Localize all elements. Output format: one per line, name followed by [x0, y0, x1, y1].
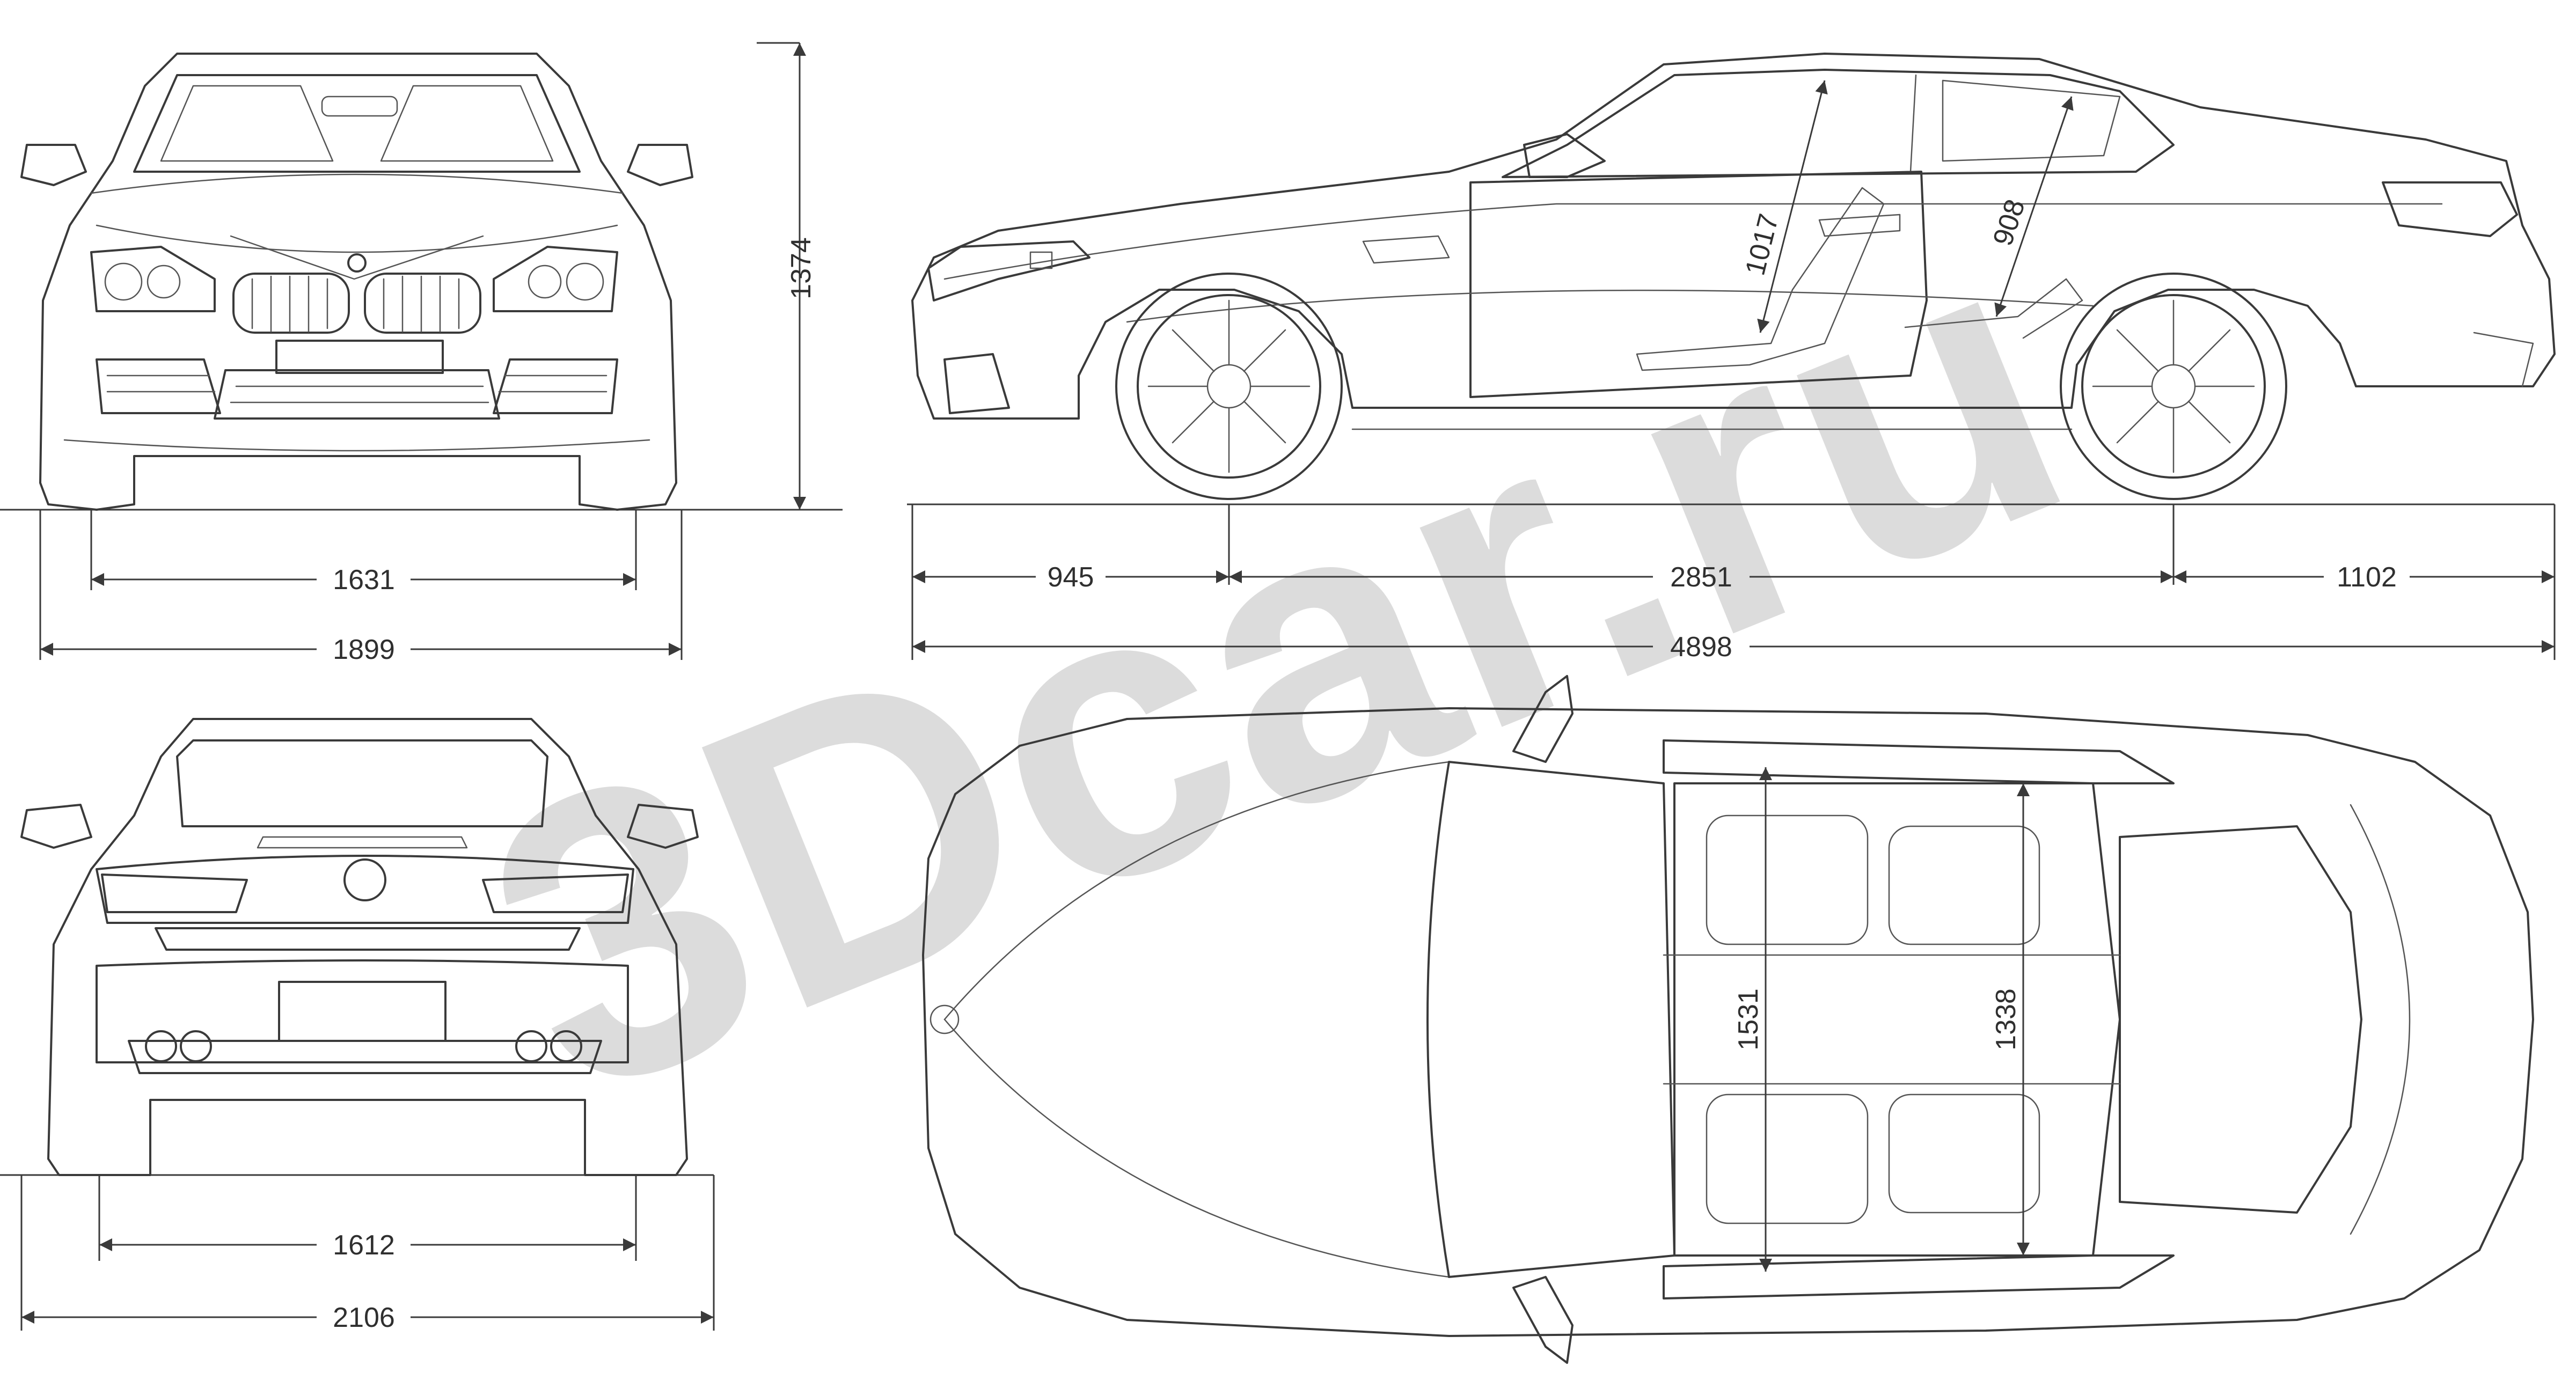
- headlight-right: [493, 246, 618, 312]
- front-mirror-left: [20, 144, 87, 186]
- top-mirror-right: [1512, 1276, 1574, 1364]
- rear-overhang-label: 1102: [2337, 562, 2397, 593]
- headlight-left: [90, 246, 216, 312]
- rear-plate: [278, 981, 447, 1042]
- rear-width-label: 2106: [333, 1302, 395, 1333]
- front-plate: [275, 340, 444, 374]
- rear-cabin-width-label: 1338: [1990, 988, 2022, 1051]
- front-width-label: 1899: [333, 634, 395, 665]
- top-body-outline: [922, 707, 2534, 1337]
- front-windshield: [133, 74, 581, 173]
- length-label: 4898: [1670, 632, 1732, 663]
- exhaust-tips: [145, 1030, 582, 1062]
- side-view: 1017 908 945 2851 1102 4898: [907, 53, 2556, 663]
- rear-wheel: [2060, 273, 2287, 500]
- front-body-outline: [39, 53, 677, 511]
- front-seat-left: [1706, 814, 1869, 945]
- front-track-label: 1631: [333, 564, 395, 596]
- top-rear-window: [2119, 825, 2362, 1214]
- wheelbase-label: 2851: [1670, 562, 1732, 593]
- front-intake-center: [214, 369, 500, 420]
- rear-diffuser: [128, 1040, 602, 1074]
- front-mirror-right: [627, 144, 693, 186]
- rear-track-label: 1612: [333, 1230, 395, 1261]
- top-windshield: [1426, 761, 1675, 1278]
- front-cabin-width-label: 1531: [1733, 988, 1764, 1051]
- rear-light-right: [482, 873, 629, 913]
- rear-window: [176, 739, 548, 827]
- top-view: 1531 1338: [922, 675, 2534, 1364]
- front-overhang-label: 945: [1048, 562, 1094, 593]
- rear-view: 1612 2106: [0, 718, 715, 1333]
- side-body-outline: [911, 53, 2556, 420]
- front-height-label: 1374: [786, 237, 817, 299]
- rear-badge: [343, 858, 386, 901]
- kidney-grille: [232, 253, 481, 334]
- rear-body-outline: [47, 718, 688, 1176]
- top-mirror-left: [1512, 675, 1574, 763]
- rear-light-left: [101, 873, 248, 913]
- front-seat-right: [1706, 1093, 1869, 1224]
- front-wheel: [1115, 273, 1343, 500]
- side-windows: [1502, 69, 2175, 178]
- side-door: [1469, 171, 1928, 398]
- front-view: 1374 1631 1899: [0, 42, 843, 665]
